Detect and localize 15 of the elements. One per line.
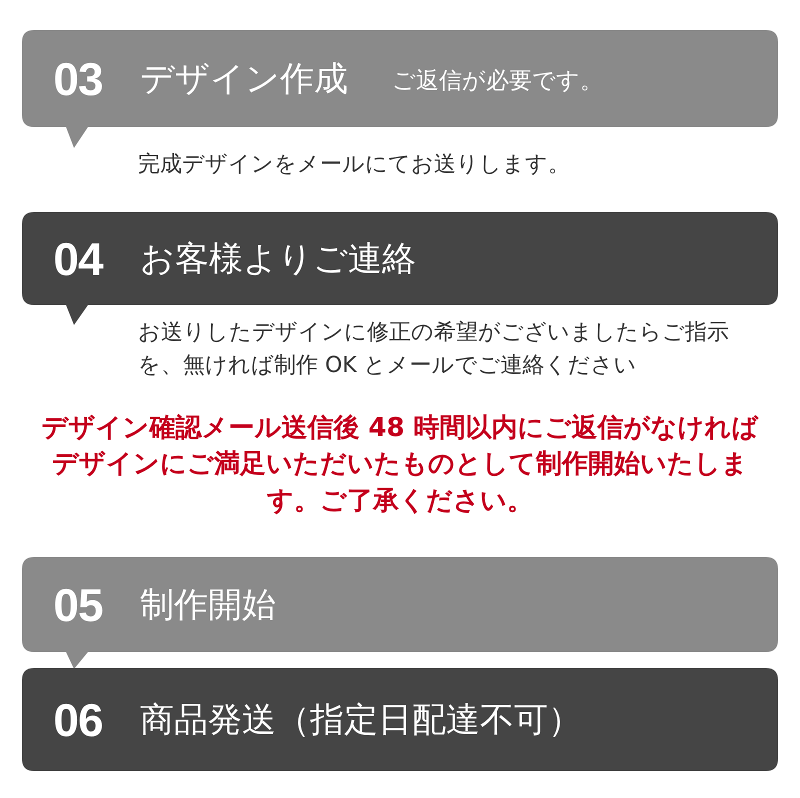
- step-number: 03: [52, 52, 104, 106]
- step-number: 04: [52, 232, 104, 286]
- step-title: 制作開始: [140, 584, 276, 626]
- description-text: お送りしたデザインに修正の希望がございましたらご指示を、無ければ制作 OK とメールでご連絡ください: [138, 319, 730, 380]
- step-title: お客様よりご連絡: [140, 238, 416, 280]
- step-banner: [22, 557, 778, 669]
- step-banner: [22, 30, 778, 148]
- step-number: 06: [52, 692, 104, 746]
- warning-text: デザイン確認メール送信後 48 時間以内にご返信がなければデザインにご満足いただいたものとして制作開始いたします。ご了承ください。: [40, 412, 760, 518]
- step-banner: [22, 668, 778, 771]
- description-text: 完成デザインをメールにてお送りします。: [138, 151, 571, 179]
- note-text: ご返信が必要です。: [392, 67, 603, 96]
- step-number: 05: [52, 578, 104, 632]
- step-title: デザイン作成: [140, 58, 348, 100]
- step-title: 商品発送（指定日配達不可）: [140, 698, 582, 742]
